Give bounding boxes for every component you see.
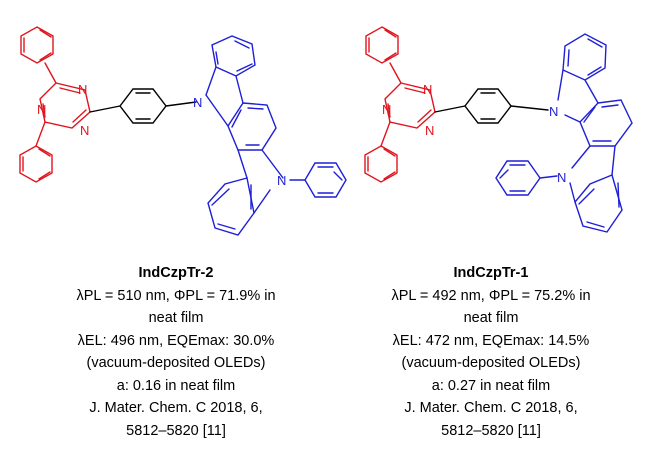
pl-quantum-yield: λPL = 492 nm, ΦPL = 75.2% in [391,287,591,304]
device-type: (vacuum-deposited OLEDs) [86,355,266,371]
right-triazine-acceptor [364,26,436,183]
pl-film-note: neat film [463,310,519,326]
pl-quantum-yield: λPL = 510 nm, ΦPL = 71.9% in [76,287,276,304]
anisotropy-factor: a: 0.16 in neat film [116,377,236,394]
molecular-structures: N N N [19,26,633,236]
left-triazine-acceptor [19,26,91,183]
compound-name: IndCzpTr-2 [138,265,214,281]
el-performance: λEL: 472 nm, EQEmax: 14.5% [392,332,590,349]
left-carbazole-n-2: N [277,173,286,188]
left-indolocarbazole-donor [205,35,347,236]
left-triazine-n-1: N [78,82,87,97]
pl-film-note: neat film [148,310,204,326]
left-carbazole-n-1: N [193,95,202,110]
reference-journal: J. Mater. Chem. C 2018, 6, [404,400,578,416]
indczptr-1-caption: IndCzpTr-1 λPL = 492 nm, ΦPL = 75.2% in … [341,262,641,442]
indczptr-2-caption: IndCzpTr-2 λPL = 510 nm, ΦPL = 71.9% in … [26,262,326,442]
right-triazine-n-2: N [382,102,391,117]
reference-journal: J. Mater. Chem. C 2018, 6, [89,400,263,416]
indczptr-2-structure: N N N [19,26,347,236]
left-phenylene-linker [89,88,197,124]
el-performance: λEL: 496 nm, EQEmax: 30.0% [77,332,275,349]
indczptr-1-structure: N N N N [364,26,633,233]
compound-name: IndCzpTr-1 [453,265,529,281]
right-indolocarbazole-donor [495,33,633,233]
right-carbazole-n-2: N [557,170,566,185]
right-carbazole-n-1: N [549,104,558,119]
reference-pages: 5812–5820 [11] [441,422,541,439]
left-triazine-n-2: N [37,102,46,117]
device-type: (vacuum-deposited OLEDs) [401,355,581,371]
right-phenylene-linker [434,88,549,124]
right-triazine-n-1: N [423,82,432,97]
left-triazine-n-3: N [80,123,89,138]
anisotropy-factor: a: 0.27 in neat film [431,377,551,394]
right-triazine-n-3: N [425,123,434,138]
reference-pages: 5812–5820 [11] [126,422,226,439]
